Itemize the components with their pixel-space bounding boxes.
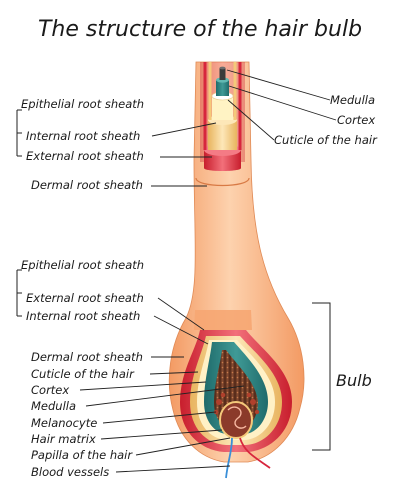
melanocytes: [213, 392, 260, 415]
label-dermal-upper: Dermal root sheath: [31, 178, 143, 192]
leader-cortex-upper: [228, 85, 337, 121]
diagram-title: The structure of the hair bulb: [38, 17, 362, 42]
leader-vessels: [115, 465, 231, 473]
leader-cortex-lower: [79, 381, 207, 391]
internal-root-sheath-top: [208, 120, 237, 150]
bulb-indicator: Bulb: [312, 302, 372, 451]
upper-right-labels: Medulla Cortex Cuticle of the hair: [226, 69, 378, 147]
label-cortex-upper: Cortex: [337, 113, 375, 127]
leader-internal-upper: [151, 122, 217, 137]
leader-melanocyte: [102, 411, 217, 424]
leader-external-lower: [157, 297, 205, 331]
upper-bracket: [16, 109, 22, 157]
label-bulb: Bulb: [336, 371, 372, 390]
label-vessels: Blood vessels: [31, 465, 109, 479]
label-cuticle-upper: Cuticle of the hair: [274, 133, 378, 147]
leader-cuticle-lower: [149, 371, 199, 375]
blood-vessel-blue: [225, 437, 233, 479]
cuticle-top: [212, 96, 233, 120]
label-medulla-lower: Medulla: [31, 399, 76, 413]
dermal-sheath-rim: [195, 177, 250, 187]
label-internal-upper: Internal root sheath: [26, 129, 140, 143]
label-epithelial-upper: Epithelial root sheath: [21, 97, 144, 111]
leader-medulla-upper: [226, 69, 331, 101]
label-cortex-lower: Cortex: [31, 383, 69, 397]
label-cuticle-lower: Cuticle of the hair: [31, 367, 135, 381]
papilla-swirl: [227, 406, 247, 429]
lower-bracket: [16, 269, 22, 317]
external-root-sheath-top: [204, 150, 241, 171]
leader-internal-lower: [153, 315, 209, 345]
label-internal-lower: Internal root sheath: [26, 309, 140, 323]
medulla-rim: [219, 66, 226, 70]
label-external-lower: External root sheath: [26, 291, 144, 305]
leader-papilla: [135, 437, 231, 456]
label-external-upper: External root sheath: [26, 149, 144, 163]
bulb-collar: [194, 310, 252, 330]
leader-medulla-lower: [85, 385, 245, 407]
cortex-top: [216, 80, 229, 96]
label-melanocyte: Melanocyte: [31, 416, 97, 430]
label-dermal-lower: Dermal root sheath: [31, 350, 143, 364]
label-epithelial-lower: Epithelial root sheath: [21, 258, 144, 272]
leader-cuticle-upper: [227, 99, 275, 141]
lower-left-labels: Epithelial root sheath External root she…: [16, 258, 245, 479]
leader-matrix: [100, 429, 223, 440]
bulb-bracket: [312, 302, 331, 451]
medulla-top: [219, 68, 226, 80]
label-papilla: Papilla of the hair: [31, 448, 133, 462]
label-medulla-upper: Medulla: [330, 93, 375, 107]
hair-follicle: [168, 61, 305, 479]
blood-vessel-red: [239, 437, 271, 469]
upper-left-labels: Epithelial root sheath Internal root she…: [16, 97, 217, 192]
label-matrix: Hair matrix: [31, 432, 96, 446]
